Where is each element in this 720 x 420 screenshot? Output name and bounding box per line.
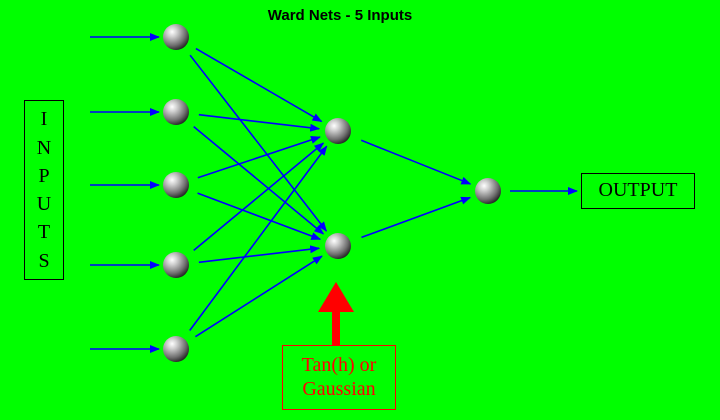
activation-function-box: Tan(h) or Gaussian [282, 345, 396, 410]
hidden-output-connection [360, 139, 472, 185]
inputs-letter: T [37, 221, 51, 244]
inputs-letter: S [38, 249, 50, 272]
input-neuron [163, 336, 189, 362]
output-box: OUTPUT [581, 173, 695, 209]
input-hidden-connection [197, 136, 321, 179]
input-hidden-connection [198, 245, 321, 264]
input-hidden-connection [194, 255, 323, 338]
inputs-box: I N P U T S [24, 100, 64, 280]
diagram-title: Ward Nets - 5 Inputs [267, 7, 413, 24]
input-neuron [163, 99, 189, 125]
inputs-letter: I [40, 108, 48, 131]
input-hidden-connection [189, 145, 328, 332]
input-neuron [163, 24, 189, 50]
input-hidden-connection [193, 126, 325, 235]
inputs-letter: P [38, 164, 50, 187]
input-hidden-connection [195, 47, 323, 123]
input-hidden-connection [189, 54, 327, 232]
input-hidden-connection [197, 192, 322, 241]
activation-label-line2: Gaussian [302, 378, 376, 400]
input-neuron [163, 172, 189, 198]
input-hidden-connection [198, 113, 321, 132]
activation-arrow-head [318, 282, 354, 312]
inputs-letter: N [36, 136, 52, 159]
activation-label-line1: Tan(h) or [301, 354, 377, 376]
hidden-neuron [325, 118, 351, 144]
input-neuron [163, 252, 189, 278]
hidden-output-connection [361, 196, 472, 239]
inputs-letter: U [36, 193, 52, 216]
activation-arrow-shaft [332, 310, 340, 346]
hidden-neuron [325, 233, 351, 259]
input-hidden-connection [193, 142, 325, 251]
output-neuron [475, 178, 501, 204]
